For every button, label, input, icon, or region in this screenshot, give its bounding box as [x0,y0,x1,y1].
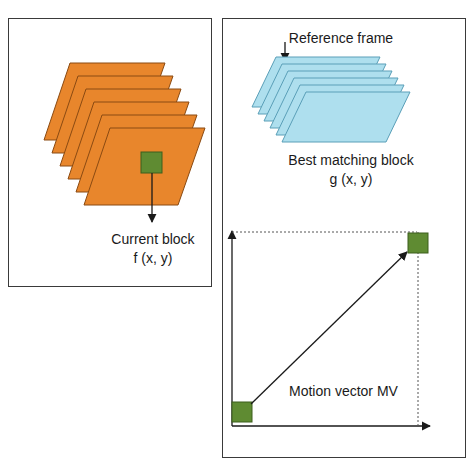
panel-box: Current blockf (x, y) [8,18,212,287]
panel-text: f (x, y) [73,250,233,267]
block-end [408,233,428,253]
panel-text: Best matching block [271,152,431,169]
video-frame [84,128,205,205]
panel-text: g (x, y) [271,171,431,188]
panel-box: Reference frameBest matching block g (x, … [222,18,466,458]
guide-line [418,232,419,426]
current-block [141,152,162,173]
panel-text: Motion vector MV [289,383,449,400]
current-frames [44,63,205,205]
axis-arrow [231,231,232,426]
block-start [232,402,252,422]
guide-line [232,232,417,233]
motion-vector-arrow [251,252,407,404]
pointer-arrow [151,173,152,222]
axis-arrow [232,425,430,426]
reference-frames [252,57,410,142]
panel-text: Reference frame [271,30,411,47]
video-frame [282,92,410,142]
panel-text: Current block [73,231,233,248]
